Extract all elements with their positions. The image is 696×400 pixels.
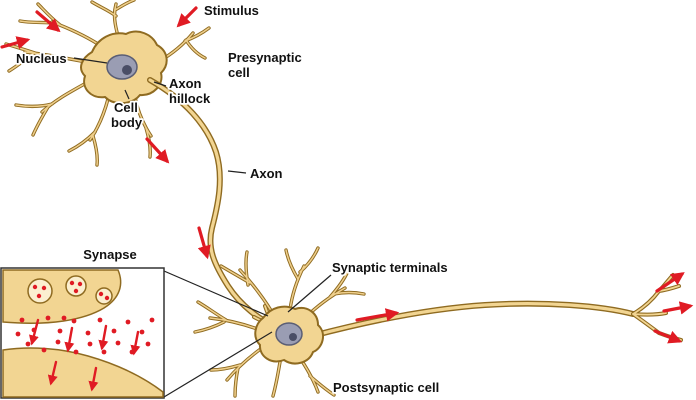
- label-axon-hillock-line2: hillock: [169, 91, 211, 106]
- impulse-arrow: [145, 137, 170, 164]
- neurotransmitter-flow-arrows: [29, 318, 141, 392]
- label-synapse: Synapse: [83, 247, 136, 262]
- synaptic-vesicle: [27, 278, 53, 304]
- label-cell-body-line2: body: [111, 115, 143, 130]
- inset-connector-bottom: [163, 331, 273, 398]
- label-axon: Axon: [250, 166, 283, 181]
- nucleus-shape: [106, 54, 138, 80]
- stimulus-arrow: [0, 36, 31, 50]
- label-cell-body-line1: Cell: [114, 100, 138, 115]
- nucleolus-shape: [122, 65, 132, 75]
- label-nucleus: Nucleus: [16, 51, 67, 66]
- synaptic-vesicle: [95, 287, 113, 305]
- synaptic-vesicle: [65, 275, 87, 297]
- output-arrow: [662, 301, 694, 315]
- label-pointer-lines: [73, 57, 332, 313]
- signal-arrows: [0, 6, 694, 344]
- nucleus-shape: [275, 322, 303, 346]
- postsynaptic-neuron: [193, 246, 683, 398]
- synapse-inset: [0, 267, 273, 399]
- label-presynaptic-line2: cell: [228, 65, 250, 80]
- label-synaptic-terminals: Synaptic terminals: [332, 260, 448, 275]
- labels: Stimulus Nucleus Cell body Axon hillock …: [14, 1, 449, 397]
- label-postsynaptic-cell: Postsynaptic cell: [333, 380, 439, 395]
- inset-connector-top: [163, 270, 269, 317]
- output-arrow: [653, 329, 683, 344]
- nucleolus-shape: [289, 333, 297, 341]
- stimulus-arrow: [176, 6, 198, 28]
- label-stimulus: Stimulus: [204, 3, 259, 18]
- label-presynaptic-line1: Presynaptic: [228, 50, 302, 65]
- stimulus-arrow: [35, 10, 61, 33]
- neurotransmitter-dots: [15, 280, 155, 355]
- presynaptic-neuron: [4, 0, 211, 167]
- postsynaptic-membrane-shape: [2, 347, 164, 398]
- impulse-arrow: [355, 308, 400, 322]
- impulse-arrow: [197, 226, 211, 260]
- output-arrow: [655, 272, 685, 293]
- label-axon-hillock-line1: Axon: [169, 76, 202, 91]
